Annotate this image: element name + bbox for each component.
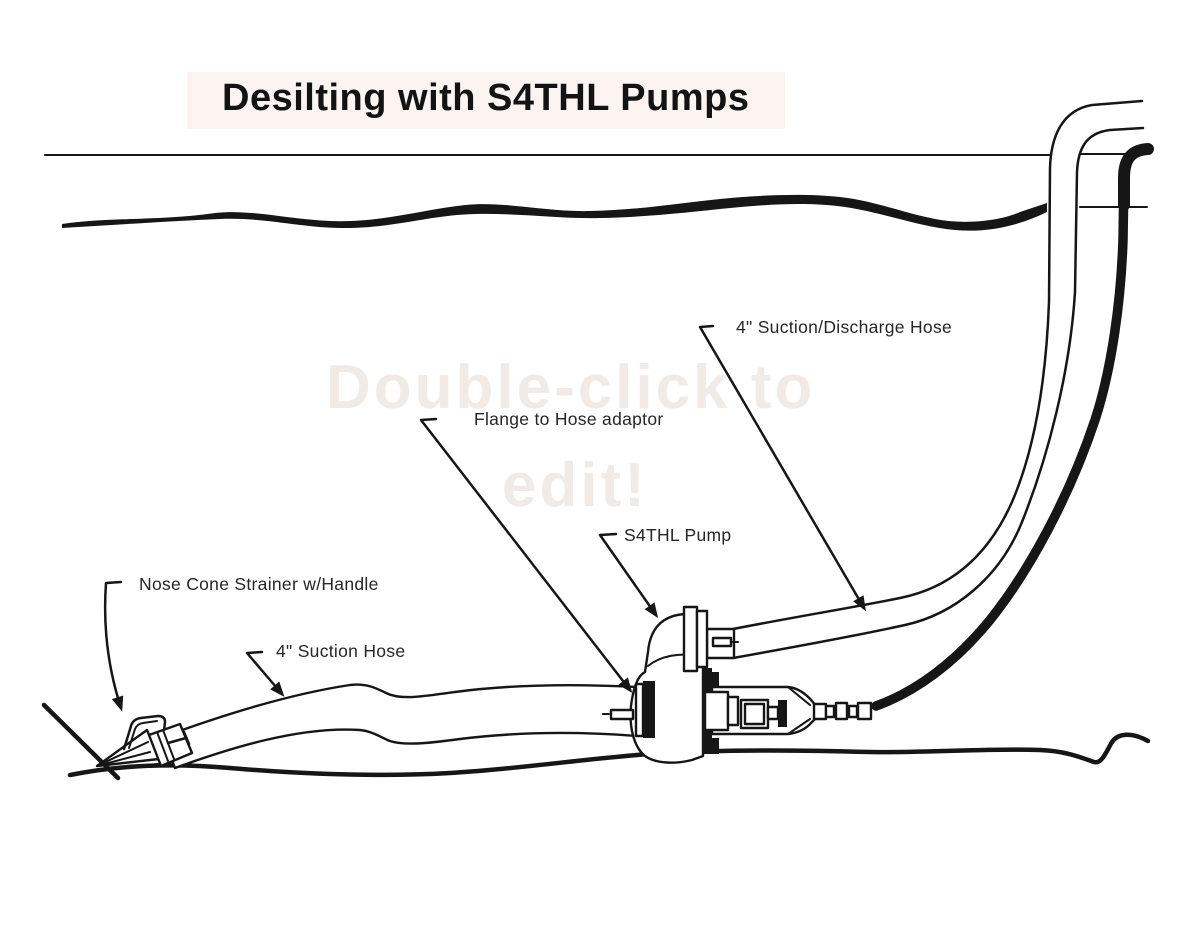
pump-assembly	[602, 605, 873, 764]
watermark-line-2: edit!	[502, 451, 648, 520]
hydraulic-fittings	[824, 701, 873, 721]
callout-flange-to-hose-adaptor-label: Flange to Hose adaptor	[474, 409, 664, 429]
strainer-handle	[122, 714, 167, 751]
title-bar	[187, 72, 785, 129]
hydraulic-hose	[871, 143, 1154, 711]
callout-nose-cone-strainer-label: Nose Cone Strainer w/Handle	[139, 574, 379, 594]
discharge-flange	[682, 605, 699, 673]
callout-leaders	[103, 324, 866, 712]
callout-suction-discharge-hose-label: 4" Suction/Discharge Hose	[736, 317, 953, 337]
callout-s4thl-pump-label: S4THL Pump	[624, 525, 732, 545]
leader-flange-to-hose-adaptor	[419, 417, 633, 693]
discharge-clamp	[711, 636, 733, 648]
strainer-clamp	[147, 722, 194, 768]
suction-flange	[634, 682, 645, 738]
callout-suction-hose-label: 4" Suction Hose	[276, 641, 406, 661]
watermark-line-1: Double-click to	[326, 353, 816, 422]
leader-suction-hose	[245, 650, 285, 697]
suction-clamp	[609, 708, 635, 721]
page-title: Desilting with S4THL Pumps	[222, 77, 750, 119]
leader-nose-cone-strainer	[103, 580, 124, 712]
waterline	[44, 153, 1148, 208]
leader-suction-discharge-hose	[698, 324, 866, 612]
suction-hose	[161, 683, 639, 770]
discharge-hose	[731, 99, 1145, 660]
water-surface	[62, 194, 1047, 231]
leader-s4thl-pump	[598, 532, 659, 619]
nose-cone-strainer	[95, 714, 194, 770]
